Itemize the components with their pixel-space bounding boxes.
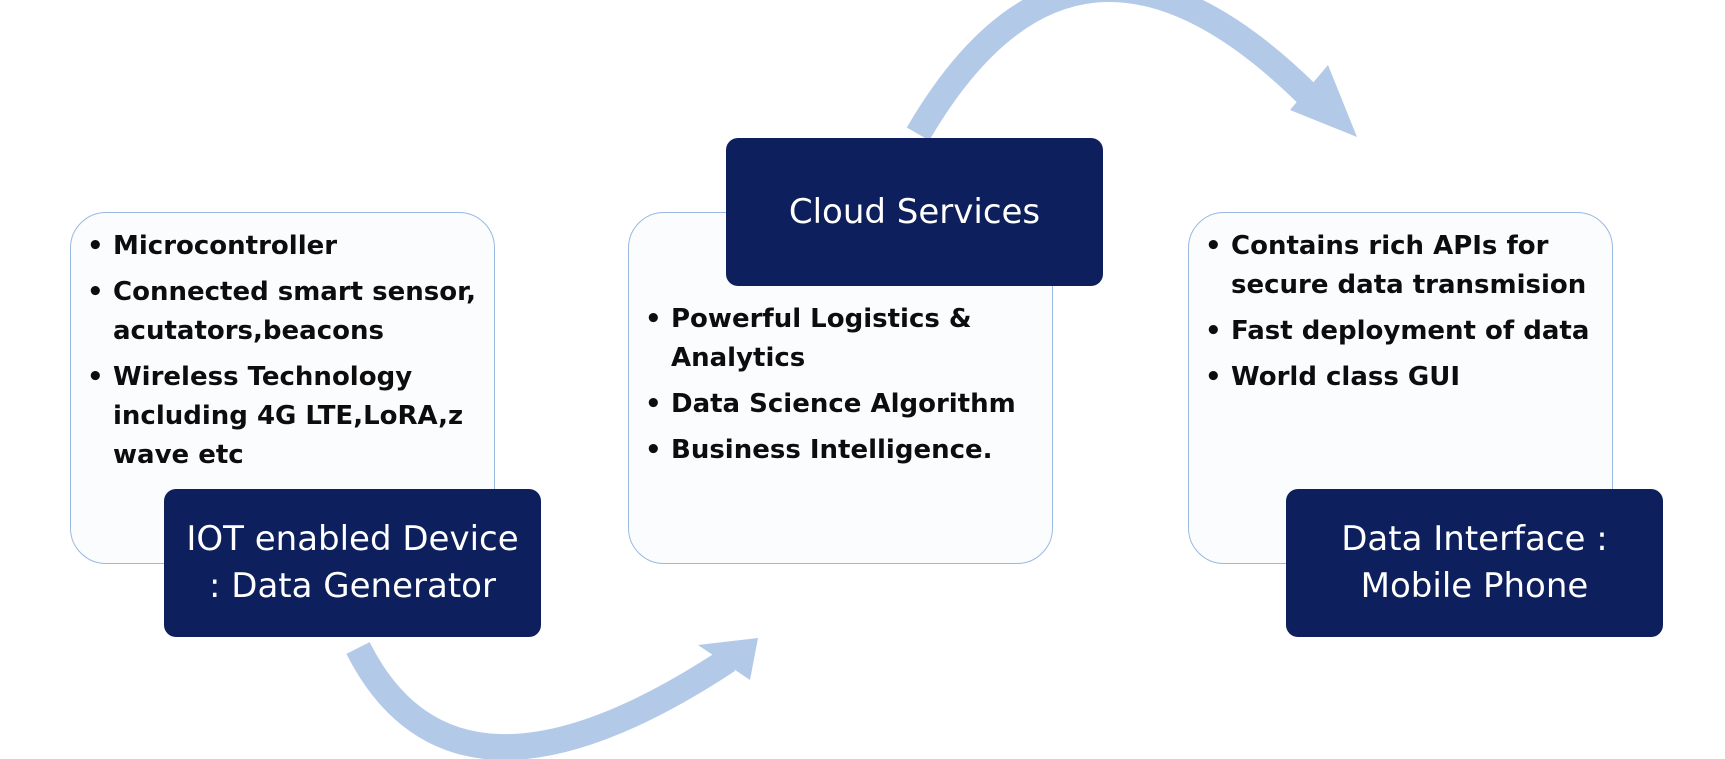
cloud-stage-label-text: Cloud Services xyxy=(788,191,1041,232)
cloud-bullet-1: Powerful Logistics & Analytics xyxy=(643,300,1042,378)
cloud-stage-label: Cloud Services xyxy=(726,138,1103,286)
device-bullet-1: Microcontroller xyxy=(85,227,484,266)
arrow-device-to-cloud-shaft xyxy=(346,642,736,759)
arrow-cloud-to-mobile xyxy=(906,0,1357,141)
arrow-cloud-to-mobile-shaft xyxy=(906,0,1318,141)
cloud-bullet-3: Business Intelligence. xyxy=(643,431,1042,470)
cloud-bullet-list: Powerful Logistics & Analytics Data Scie… xyxy=(643,300,1042,470)
cloud-bullet-2: Data Science Algorithm xyxy=(643,385,1042,424)
mobile-bullet-2: Fast deployment of data xyxy=(1203,312,1602,351)
mobile-stage-label: Data Interface : Mobile Phone xyxy=(1286,489,1663,637)
mobile-bullet-list: Contains rich APIs for secure data trans… xyxy=(1203,227,1602,397)
arrow-cloud-to-mobile-head xyxy=(1290,65,1357,137)
device-stage-label: IOT enabled Device : Data Generator xyxy=(164,489,541,637)
device-bullet-2: Connected smart sensor, acutators,beacon… xyxy=(85,273,484,351)
arrow-device-to-cloud-head xyxy=(698,638,758,680)
mobile-bullet-1: Contains rich APIs for secure data trans… xyxy=(1203,227,1602,305)
device-bullet-3: Wireless Technology including 4G LTE,LoR… xyxy=(85,358,484,475)
mobile-bullet-3: World class GUI xyxy=(1203,358,1602,397)
device-stage-label-text: IOT enabled Device : Data Generator xyxy=(186,519,519,606)
mobile-stage-label-text: Data Interface : Mobile Phone xyxy=(1341,519,1608,606)
arrow-device-to-cloud xyxy=(346,638,758,759)
device-bullet-list: Microcontroller Connected smart sensor, … xyxy=(85,227,484,475)
